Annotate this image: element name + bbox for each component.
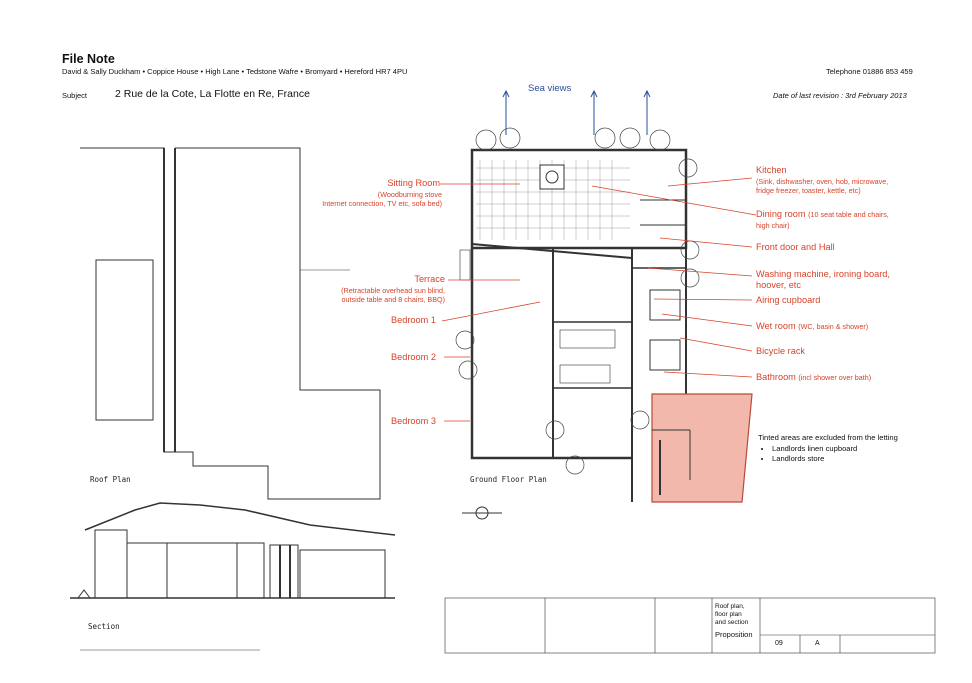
kitchen-title: Kitchen: [756, 165, 787, 175]
dining-room-detail-2: high chair): [756, 221, 790, 230]
tinted-areas-list: Landlords linen cupboard Landlords store: [758, 444, 898, 465]
telephone-number: Telephone 01886 853 459: [826, 67, 913, 76]
drawing-title-line-1: Roof plan, floor plan: [715, 603, 745, 618]
file-note-title: File Note: [62, 52, 115, 66]
sitting-room-details: (Woodburning stove Internet connection, …: [280, 190, 442, 208]
section-drawing: [70, 502, 396, 651]
kitchen-detail-1: (Sink, dishwasher, oven, hob, microwave,: [756, 177, 889, 186]
bedroom-1-label: Bedroom 1: [391, 315, 436, 325]
washing-line-2: hoover, etc: [756, 279, 801, 290]
bathroom-title: Bathroom: [756, 372, 796, 382]
bicycle-rack-label: Bicycle rack: [756, 346, 806, 356]
subject-text: 2 Rue de la Cote, La Flotte en Re, Franc…: [115, 88, 310, 100]
drawing-number: 09: [775, 640, 783, 647]
kitchen-label: Kitchen: [756, 165, 787, 176]
terrace-detail-2: outside table and 8 chairs, BBQ): [341, 295, 445, 304]
title-block-frame: [444, 597, 936, 654]
tinted-areas-heading: Tinted areas are excluded from the letti…: [758, 433, 898, 442]
dining-room-title: Dining room: [756, 209, 806, 219]
dining-room-label: Dining room (10 seat table and chairs,: [756, 209, 889, 221]
terrace-details: (Retractable overhead sun blind, outside…: [285, 286, 445, 304]
bathroom-detail: (incl shower over bath): [798, 373, 872, 382]
terrace-detail-1: (Retractable overhead sun blind,: [341, 286, 445, 295]
tinted-area-item: Landlords store: [772, 454, 898, 465]
tinted-areas-note: Tinted areas are excluded from the letti…: [758, 433, 898, 465]
terrace-label: Terrace: [300, 274, 445, 285]
washing-line-1: Washing machine, ironing board,: [756, 269, 890, 279]
roof-plan-title: Roof Plan: [90, 475, 131, 484]
sitting-room-title: Sitting Room: [387, 178, 440, 188]
sender-address: David & Sally Duckham • Coppice House • …: [62, 67, 408, 76]
roof-plan-drawing: [80, 147, 381, 500]
front-door-label: Front door and Hall: [756, 242, 835, 252]
sea-views-label: Sea views: [528, 83, 572, 94]
sitting-room-detail-2: Internet connection, TV etc, sofa bed): [322, 199, 442, 208]
ground-floor-plan-drawing: [455, 89, 710, 520]
wet-room-detail: (WC, basin & shower): [798, 322, 869, 331]
bedroom-3-label: Bedroom 3: [391, 416, 436, 426]
sitting-room-detail-1: (Woodburning stove: [377, 190, 442, 199]
kitchen-detail-2: fridge freezer, toaster, kettle, etc): [756, 186, 861, 195]
drawing-title-line-2: and section: [715, 619, 749, 626]
terrace-title: Terrace: [414, 274, 445, 284]
kitchen-details: (Sink, dishwasher, oven, hob, microwave,…: [756, 177, 888, 195]
tinted-area-item: Landlords linen cupboard: [772, 444, 898, 455]
wet-room-title: Wet room: [756, 321, 796, 331]
sitting-room-label: Sitting Room: [300, 178, 440, 189]
dining-room-detail-1: (10 seat table and chairs,: [808, 210, 889, 219]
drawing-revision: A: [815, 640, 820, 647]
airing-cupboard-label: Airing cupboard: [756, 295, 821, 305]
bedroom-2-label: Bedroom 2: [391, 352, 436, 362]
ground-floor-plan-title: Ground Floor Plan: [470, 475, 547, 484]
bathroom-label: Bathroom (incl shower over bath): [756, 372, 871, 384]
washing-label: Washing machine, ironing board, hoover, …: [756, 269, 890, 290]
section-title: Section: [88, 622, 120, 631]
drawing-title: Roof plan, floor plan and section: [715, 603, 759, 627]
drawing-status: Proposition: [715, 630, 753, 639]
revision-date: Date of last revision : 3rd February 201…: [773, 91, 907, 100]
tinted-excluded-area: [651, 393, 753, 503]
subject-label: Subject: [62, 91, 88, 100]
wet-room-label: Wet room (WC, basin & shower): [756, 321, 868, 333]
